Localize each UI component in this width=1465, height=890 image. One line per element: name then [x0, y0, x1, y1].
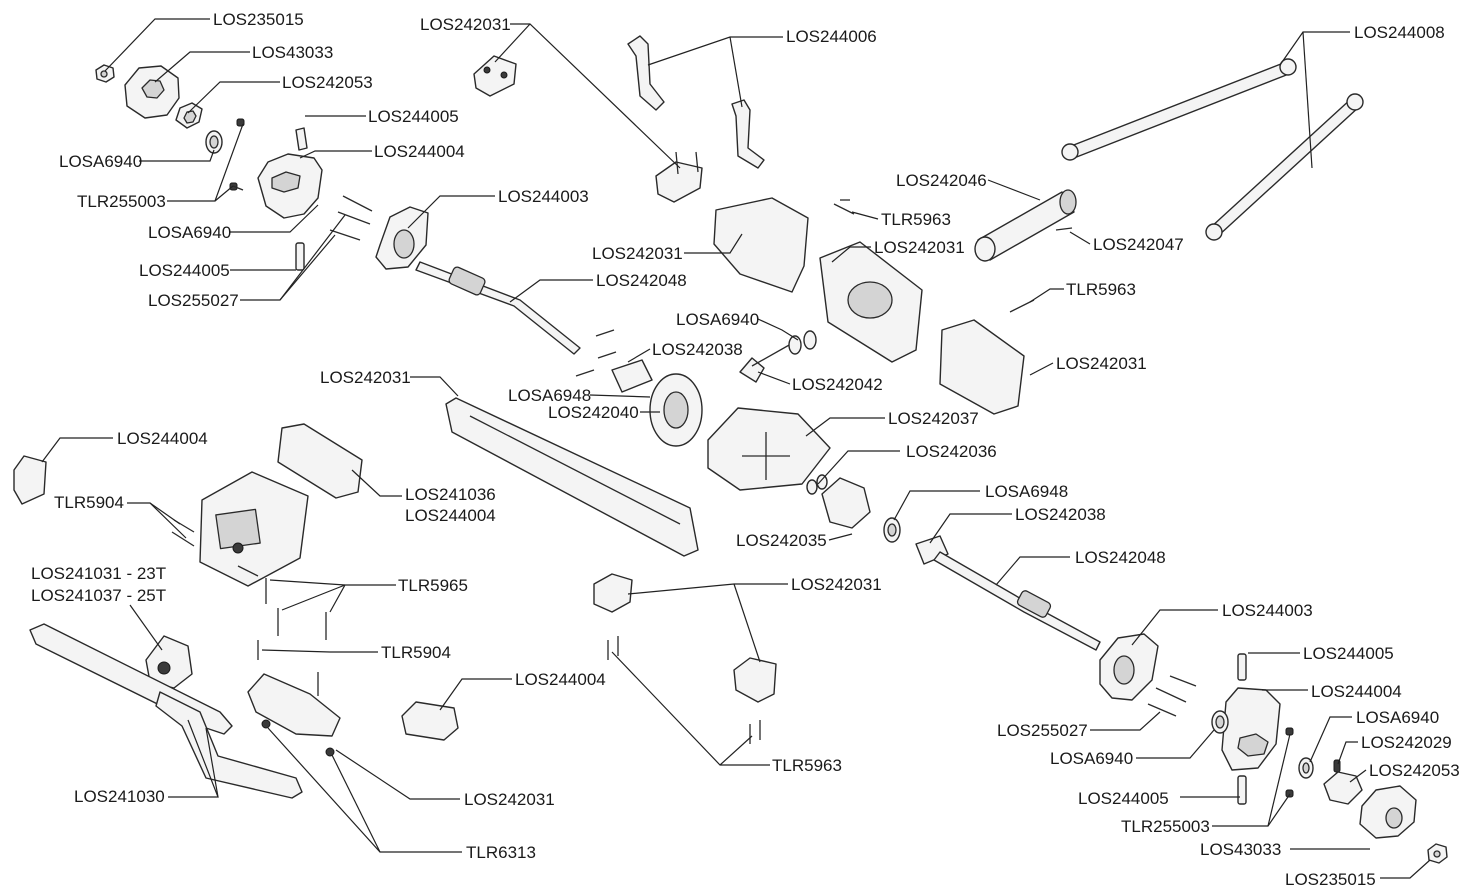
part-label: LOS242031: [464, 790, 555, 809]
axle-carrier-icon: [375, 206, 429, 270]
steering-arm-icon: [627, 35, 765, 169]
ring-gear-icon: [649, 373, 703, 447]
part-label: LOSA6948: [508, 386, 591, 405]
mount-block-icon: [593, 573, 777, 703]
part-label: TLR6313: [466, 843, 536, 862]
drag-link-icon: [29, 623, 303, 799]
leader-lines: [41, 18, 1431, 879]
axle-carrier-icon: [1099, 633, 1159, 701]
part-label: LOSA6940: [1356, 708, 1439, 727]
servo-bracket-icon: [13, 455, 47, 505]
part-label: LOS244003: [498, 187, 589, 206]
part-label: LOS244005: [368, 107, 459, 126]
part-label: LOSA6940: [148, 223, 231, 242]
screw-icon: [1285, 727, 1341, 798]
part-label: LOS244005: [139, 261, 230, 280]
part-label: TLR5963: [881, 210, 951, 229]
part-label: LOS242042: [792, 375, 883, 394]
part-label: LOS242047: [1093, 235, 1184, 254]
part-label: LOS242048: [596, 271, 687, 290]
part-label: LOS244004: [117, 429, 208, 448]
part-label: LOS235015: [213, 10, 304, 29]
drive-shaft-icon: [415, 261, 581, 355]
part-label: LOS242035: [736, 531, 827, 550]
part-label: LOS244004: [515, 670, 606, 689]
part-label: LOS242053: [282, 73, 373, 92]
part-label: LOS242029: [1361, 733, 1452, 752]
steering-mount-icon: [247, 673, 341, 757]
bracket-icon: [655, 151, 703, 203]
part-label: LOS242031: [592, 244, 683, 263]
part-label: LOS43033: [1200, 840, 1281, 859]
part-label: LOS242031: [791, 575, 882, 594]
nut-icon: [1427, 843, 1448, 864]
hex-adapter-icon: [175, 102, 203, 129]
part-label: LOS244005: [1078, 789, 1169, 808]
gearbox-housing-icon: [713, 197, 1025, 415]
hex-hub-icon: [124, 65, 180, 119]
part-label: LOS244003: [1222, 601, 1313, 620]
hex-hub-icon: [1359, 785, 1417, 839]
part-label: LOSA6940: [1050, 749, 1133, 768]
steering-knuckle-icon: [257, 127, 323, 219]
part-label: LOS242031: [320, 368, 411, 387]
part-label: LOS255027: [997, 721, 1088, 740]
part-label: LOS235015: [1285, 870, 1376, 889]
part-labels: LOS235015 LOS43033 LOS242053 LOS244005 L…: [31, 10, 1460, 889]
suspension-link-icon: [1061, 58, 1364, 241]
bearing-icon: [788, 330, 901, 543]
part-label: LOS244008: [1354, 23, 1445, 42]
part-label: TLR5963: [1066, 280, 1136, 299]
part-label: LOS242031: [420, 15, 511, 34]
part-label: LOS241037 - 25T: [31, 586, 166, 605]
part-label: LOS242053: [1369, 761, 1460, 780]
part-label: LOSA6940: [676, 310, 759, 329]
servo-mount-icon: [473, 55, 517, 97]
part-label: TLR255003: [77, 192, 166, 211]
part-label: LOS244004: [374, 142, 465, 161]
steering-knuckle-icon: [1221, 687, 1281, 771]
part-label: LOSA6940: [59, 152, 142, 171]
part-label: LOS241030: [74, 787, 165, 806]
part-label: LOS255027: [148, 291, 239, 310]
part-label: LOS244004: [405, 506, 496, 525]
part-label: LOS244005: [1303, 644, 1394, 663]
bolt-icon: [295, 195, 373, 271]
nut-icon: [95, 64, 115, 83]
part-label: LOS244006: [786, 27, 877, 46]
part-label: LOS242031: [874, 238, 965, 257]
servo-bracket-icon: [277, 423, 363, 499]
part-label: LOS244004: [1311, 682, 1402, 701]
part-label: LOS43033: [252, 43, 333, 62]
part-label: TLR5965: [398, 576, 468, 595]
part-label: TLR5963: [772, 756, 842, 775]
part-label: LOS242038: [1015, 505, 1106, 524]
servo-icon: [199, 471, 309, 587]
part-label: LOS242046: [896, 171, 987, 190]
screw-icon: [229, 118, 245, 191]
part-drawings: [13, 35, 1448, 864]
bearing-icon: [205, 130, 223, 154]
chassis-rail-icon: [445, 397, 699, 557]
part-label: LOS242038: [652, 340, 743, 359]
part-label: TLR255003: [1121, 817, 1210, 836]
center-shaft-icon: [974, 189, 1077, 262]
part-label: LOS241031 - 23T: [31, 564, 166, 583]
part-label: LOS242037: [888, 409, 979, 428]
part-label: TLR5904: [381, 643, 451, 662]
part-label: TLR5904: [54, 493, 124, 512]
part-label: LOS241036: [405, 485, 496, 504]
servo-horn-icon: [145, 635, 193, 689]
bearing-icon: [1211, 710, 1314, 779]
part-label: LOSA6948: [985, 482, 1068, 501]
part-label: LOS242048: [1075, 548, 1166, 567]
part-label: LOS242031: [1056, 354, 1147, 373]
mount-block-icon: [401, 701, 459, 741]
diff-case-icon: [707, 407, 871, 529]
part-label: LOS242040: [548, 403, 639, 422]
part-label: LOS242036: [906, 442, 997, 461]
drive-shaft-icon: [933, 551, 1101, 651]
